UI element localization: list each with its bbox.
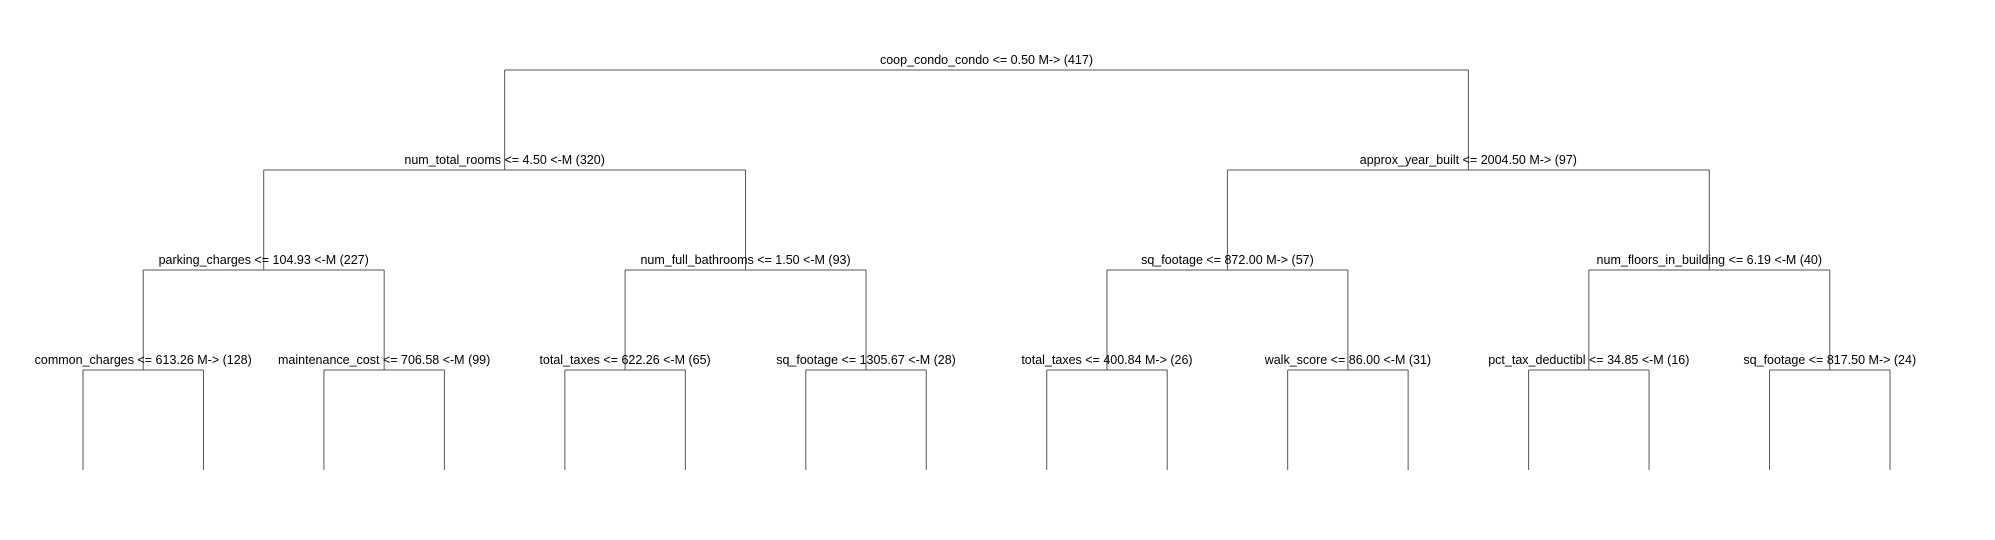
split-label: total_taxes <= 400.84 M-> (26)	[1021, 353, 1192, 367]
split-label: sq_footage <= 872.00 M-> (57)	[1141, 253, 1314, 267]
split-label: parking_charges <= 104.93 <-M (227)	[159, 253, 369, 267]
split-label: num_full_bathrooms <= 1.50 <-M (93)	[640, 253, 850, 267]
split-label: num_floors_in_building <= 6.19 <-M (40)	[1597, 253, 1822, 267]
split-label: pct_tax_deductibl <= 34.85 <-M (16)	[1488, 353, 1689, 367]
split-label: approx_year_built <= 2004.50 M-> (97)	[1360, 153, 1577, 167]
split-label: num_total_rooms <= 4.50 <-M (320)	[404, 153, 604, 167]
split-label: coop_condo_condo <= 0.50 M-> (417)	[880, 53, 1093, 67]
split-label: sq_footage <= 817.50 M-> (24)	[1743, 353, 1916, 367]
split-label: common_charges <= 613.26 M-> (128)	[35, 353, 252, 367]
split-label: total_taxes <= 622.26 <-M (65)	[539, 353, 710, 367]
split-label: sq_footage <= 1305.67 <-M (28)	[776, 353, 956, 367]
split-label: maintenance_cost <= 706.58 <-M (99)	[278, 353, 490, 367]
split-label: walk_score <= 86.00 <-M (31)	[1264, 353, 1431, 367]
